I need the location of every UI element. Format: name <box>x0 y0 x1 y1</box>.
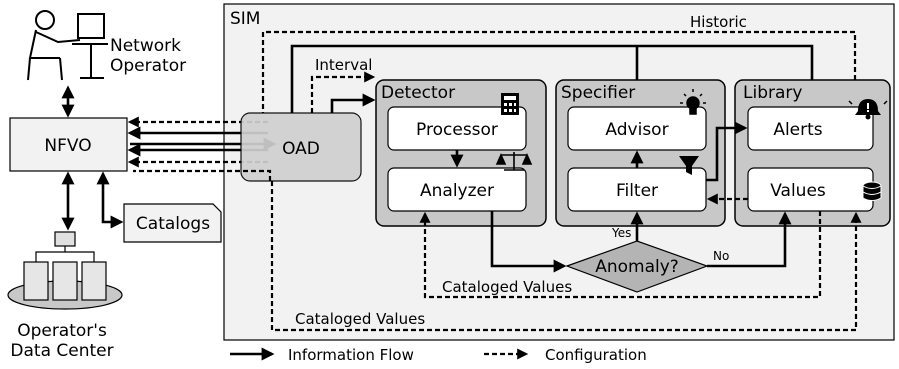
alerts-box[interactable] <box>747 106 874 151</box>
legend-dashed-label: Configuration <box>545 346 647 364</box>
network-operator-line2: Operator <box>110 56 186 76</box>
data-center-icon <box>7 231 123 310</box>
calculator-icon <box>501 93 519 115</box>
processor-label: Processor <box>416 120 498 140</box>
data-center-line2: Data Center <box>10 341 113 361</box>
network-operator-icon <box>27 10 108 81</box>
advisor-label: Advisor <box>605 120 668 140</box>
nfvo-box[interactable] <box>9 117 128 172</box>
library-to-oad-line <box>290 44 814 113</box>
no-label: No <box>713 249 729 263</box>
values-label: Values <box>770 181 826 201</box>
cataloged-values-inner-line <box>419 211 822 299</box>
network-operator-line1: Network <box>110 36 181 56</box>
historic-config-line <box>261 30 857 113</box>
oad-label: OAD <box>282 139 320 159</box>
data-center-line1: Operator's <box>17 321 107 341</box>
advisor-box[interactable] <box>567 106 707 151</box>
no-arrow <box>707 211 792 268</box>
analyzer-box[interactable] <box>387 167 527 212</box>
legend-solid-label: Information Flow <box>288 346 414 364</box>
yes-label: Yes <box>611 226 631 240</box>
cataloged-values-outer-line <box>270 181 862 332</box>
database-icon <box>862 181 882 201</box>
oad-nfvo-config-3 <box>133 169 272 181</box>
analyzer-decision-arrow <box>490 211 567 273</box>
alerts-label: Alerts <box>773 120 822 140</box>
bell-alert-icon <box>848 99 888 120</box>
catalogs-box[interactable] <box>123 203 222 243</box>
interval-label: Interval <box>315 56 372 74</box>
sim-label: SIM <box>230 9 260 29</box>
filter-alerts-arrow <box>706 121 748 182</box>
lightbulb-icon <box>680 89 706 115</box>
interval-config-arrow <box>310 71 376 113</box>
library-title: Library <box>743 83 802 103</box>
oad-detector-arrow <box>330 93 376 113</box>
filter-label: Filter <box>616 181 658 201</box>
catalogs-label: Catalogs <box>136 214 210 234</box>
analyzer-label: Analyzer <box>420 181 494 201</box>
nfvo-label: NFVO <box>44 136 91 156</box>
cataloged-values-outer-label: Cataloged Values <box>295 310 425 328</box>
oad-box[interactable] <box>240 112 362 182</box>
scale-icon <box>495 152 533 171</box>
nfvo-catalogs-arrow <box>96 171 124 229</box>
detector-title: Detector <box>381 83 455 103</box>
specifier-title: Specifier <box>561 83 635 103</box>
cataloged-values-inner-label: Cataloged Values <box>442 278 572 296</box>
funnel-icon <box>679 156 699 175</box>
anomaly-label: Anomaly? <box>595 257 679 277</box>
historic-label: Historic <box>690 13 747 31</box>
